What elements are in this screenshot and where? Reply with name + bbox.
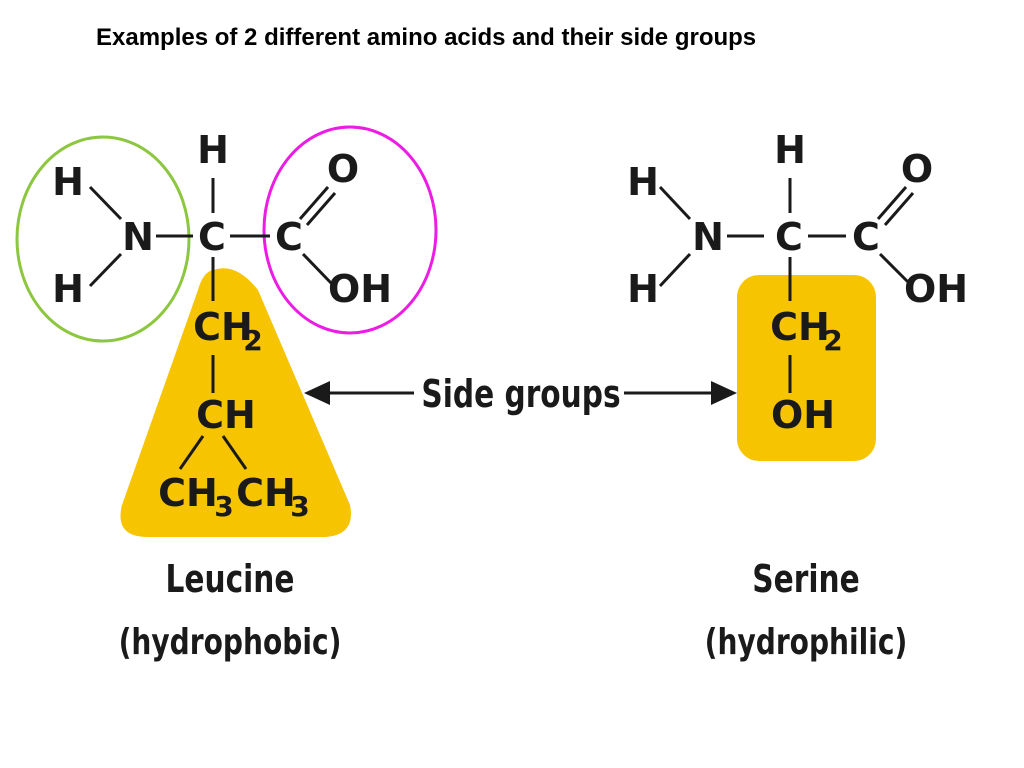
atom-c: C <box>275 215 303 259</box>
subscript-3: 3 <box>214 490 233 523</box>
atom-c: C <box>198 215 226 259</box>
atom-c: C <box>775 215 803 259</box>
serine-structure: H H N H C C O OH CH 2 OH Serine (hydroph… <box>627 128 968 663</box>
bond-c-o-double <box>305 192 337 226</box>
leucine-ch3-left: CH 3 <box>158 471 234 523</box>
bond-h-n <box>658 185 692 221</box>
leucine-side-group-highlight <box>120 268 351 537</box>
bond-h-n <box>88 185 123 221</box>
atom-h: H <box>627 267 659 311</box>
atom-ch: CH <box>196 393 256 437</box>
leucine-ch2: CH 2 <box>193 305 263 357</box>
atom-oh: OH <box>904 267 968 311</box>
bond-ch-ch3 <box>221 435 248 470</box>
amino-group-circle <box>15 135 191 343</box>
leucine-ch3-right: CH 3 <box>236 471 310 523</box>
atom-n: N <box>692 215 724 259</box>
bond-h-n <box>658 252 692 288</box>
serine-side-group-highlight <box>737 275 876 461</box>
leucine-name: Leucine <box>166 557 295 602</box>
atom-o: O <box>901 147 933 191</box>
atom-n: N <box>122 215 154 259</box>
side-groups-callout: Side groups <box>304 372 737 417</box>
atom-o: O <box>327 147 359 191</box>
atom-h: H <box>52 267 84 311</box>
atom-ch: CH <box>236 471 296 515</box>
bond-c-o-double <box>298 186 330 220</box>
leucine-structure: H H N H C C O OH CH 2 CH CH 3 CH 3 <box>15 125 438 663</box>
subscript-2: 2 <box>823 324 842 357</box>
atom-h: H <box>52 160 84 204</box>
subscript-2: 2 <box>243 324 262 357</box>
atom-ch: CH <box>158 471 218 515</box>
bond-c-oh <box>878 252 912 286</box>
atom-h: H <box>197 128 229 172</box>
atom-oh: OH <box>328 267 392 311</box>
arrowhead-right-icon <box>711 381 737 405</box>
arrowhead-left-icon <box>304 381 330 405</box>
atom-c: C <box>852 215 880 259</box>
leucine-property: (hydrophobic) <box>119 621 342 663</box>
atom-h: H <box>774 128 806 172</box>
bond-c-o-double <box>876 186 908 220</box>
slide-title: Examples of 2 different amino acids and … <box>96 24 757 51</box>
carboxyl-group-circle <box>262 125 438 335</box>
bond-c-oh <box>301 252 334 286</box>
bond-ch-ch3 <box>178 435 205 470</box>
atom-h: H <box>627 160 659 204</box>
serine-property: (hydrophilic) <box>705 621 908 663</box>
bond-h-n <box>88 252 123 288</box>
serine-ch2: CH 2 <box>770 305 843 357</box>
bond-c-o-double <box>883 192 915 226</box>
atom-ch: CH <box>770 305 830 349</box>
side-groups-label: Side groups <box>421 372 620 417</box>
serine-name: Serine <box>752 557 859 602</box>
atom-ch: CH <box>193 305 253 349</box>
subscript-3: 3 <box>290 490 309 523</box>
atom-oh: OH <box>771 393 835 437</box>
